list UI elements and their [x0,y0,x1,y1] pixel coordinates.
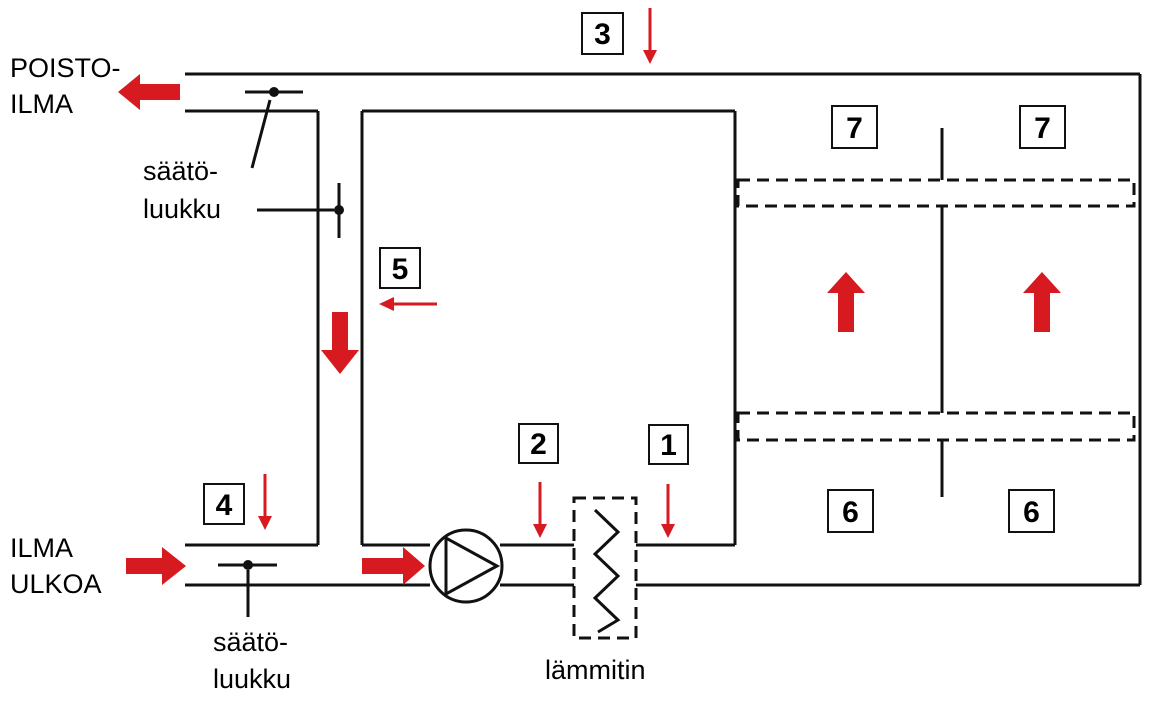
duct-network [185,72,1142,587]
damper-top-label-line2: luukku [143,194,221,224]
fan-icon [428,528,504,604]
damper-outdoor [218,560,277,617]
mix-flow-arrow [362,547,425,585]
exhaust-label-line2: ILMA [10,89,73,119]
point-box-7-right: 7 [1019,105,1066,149]
room-flow-arrow-right [1023,272,1061,332]
damper-exhaust [245,87,303,169]
exhaust-flow-arrow [118,74,180,110]
flow-arrows [118,74,1061,585]
point-box-7-left: 7 [831,105,878,149]
point-box-5: 5 [379,247,421,289]
point-label: 4 [216,489,233,522]
return-flow-arrow [321,312,359,374]
exhaust-label-line1: POISTO- [10,53,121,83]
point-box-6-left: 6 [827,489,874,533]
point-box-4: 4 [203,483,245,525]
upper-dashed-zone [736,178,1136,208]
damper-top-label-line1: säätö- [143,156,218,186]
damper-return [257,183,344,238]
point-label: 3 [594,18,611,51]
outdoor-flow-arrow [126,547,186,585]
lower-dashed-zone [736,411,1136,442]
point-label: 7 [1034,112,1051,145]
point-label: 1 [660,429,677,462]
point-label: 2 [530,428,547,461]
point-label: 7 [846,112,863,145]
heater-icon [572,496,638,640]
room-flow-arrow-left [827,272,865,332]
measurement-arrows [258,8,675,538]
point-label: 6 [1023,496,1040,529]
heater-label: lämmitin [545,655,646,685]
damper-bottom-label-line1: säätö- [213,627,288,657]
point-box-6-right: 6 [1008,489,1055,533]
damper-bottom-label-line2: luukku [213,664,291,694]
outdoor-label-line1: ILMA [10,533,73,563]
outdoor-label-line2: ULKOA [10,569,102,599]
point-box-1: 1 [648,424,689,465]
point-box-3: 3 [581,12,624,55]
point-box-2: 2 [518,423,559,464]
point-label: 6 [842,496,859,529]
point-label: 5 [392,253,409,286]
